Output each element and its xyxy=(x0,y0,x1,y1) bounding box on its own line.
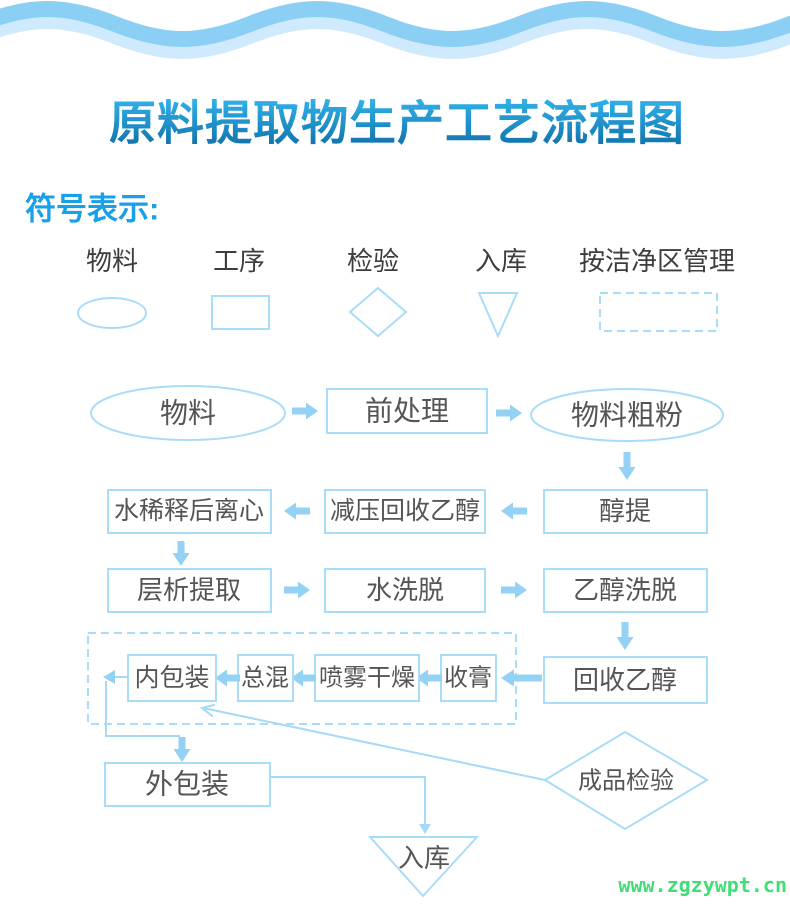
arrow-chromatography-to-water-elution xyxy=(284,581,310,599)
node-total-mixing-shape xyxy=(237,654,294,702)
legend-ellipse-symbol xyxy=(77,297,147,329)
node-vacuum-recover-ethanol: 减压回收乙醇 xyxy=(324,489,486,534)
page-title: 原料提取物生产工艺流程图 xyxy=(109,97,685,150)
arrow-centrifuge-to-chromatography xyxy=(172,541,190,566)
node-outer-packaging: 外包装 xyxy=(104,762,271,807)
node-finished-product-inspection: 成品检验 xyxy=(543,730,709,831)
wave-band-light xyxy=(0,13,790,59)
node-recover-ethanol-shape xyxy=(543,656,708,704)
node-spray-drying-label: 喷雾干燥 xyxy=(319,665,415,692)
arrow-paste-collection-to-spray-drying xyxy=(416,669,442,687)
node-pretreatment-shape xyxy=(326,388,488,434)
node-material: 物料 xyxy=(90,385,286,441)
wave-band-medium xyxy=(0,1,790,47)
arrow-pretreatment-to-coarse-powder xyxy=(496,404,522,422)
node-warehousing-shape xyxy=(367,836,480,898)
arrowhead-into-warehousing xyxy=(419,824,431,834)
node-paste-collection: 收膏 xyxy=(440,654,497,702)
arrow-ethanol-elution-to-recover-ethanol xyxy=(616,622,634,650)
legend-label-process: 工序 xyxy=(213,246,265,276)
node-total-mixing: 总混 xyxy=(237,654,294,702)
node-spray-drying: 喷雾干燥 xyxy=(314,654,420,702)
watermark: www.zgzywpt.cn xyxy=(618,873,787,897)
node-vacuum-recover-ethanol-label: 减压回收乙醇 xyxy=(330,497,480,525)
legend-diamond-symbol xyxy=(348,286,408,338)
node-paste-collection-label: 收膏 xyxy=(444,665,492,692)
node-chromatography-extraction-shape xyxy=(107,568,272,613)
node-ethanol-elution-shape xyxy=(543,568,708,613)
node-ethanol-elution-label: 乙醇洗脱 xyxy=(573,575,677,605)
node-outer-packaging-shape xyxy=(104,762,271,807)
arrow-ethanol-extraction-to-vacuum-recover xyxy=(501,502,527,520)
legend-dashed-rect-symbol xyxy=(599,292,718,332)
node-chromatography-extraction-label: 层析提取 xyxy=(137,575,241,605)
legend-rect-symbol xyxy=(211,295,270,330)
node-total-mixing-label: 总混 xyxy=(241,665,289,692)
node-inner-packaging: 内包装 xyxy=(127,654,217,702)
legend-label-inspection: 检验 xyxy=(347,246,399,276)
node-water-elution-label: 水洗脱 xyxy=(366,575,444,605)
legend-label-clean-area: 按洁净区管理 xyxy=(579,246,735,276)
arrow-material-to-pretreatment xyxy=(292,402,318,420)
node-paste-collection-shape xyxy=(440,654,497,702)
node-finished-product-inspection-shape xyxy=(543,730,709,831)
arrow-into-outer-packaging xyxy=(173,737,191,762)
node-recover-ethanol-label: 回收乙醇 xyxy=(573,665,677,695)
line-clean-area-to-outer-packaging xyxy=(105,681,180,737)
arrow-spray-drying-to-total-mixing xyxy=(291,669,316,687)
node-pretreatment: 前处理 xyxy=(326,388,488,434)
node-ethanol-extraction-shape xyxy=(543,489,708,534)
legend-heading: 符号表示: xyxy=(25,192,159,227)
arrow-coarse-powder-to-ethanol-extraction xyxy=(618,452,636,480)
node-vacuum-recover-ethanol-shape xyxy=(324,489,486,534)
node-water-elution: 水洗脱 xyxy=(324,568,486,613)
node-ethanol-extraction-label: 醇提 xyxy=(599,496,651,526)
legend-triangle-symbol xyxy=(477,292,519,339)
node-pretreatment-label: 前处理 xyxy=(365,396,449,427)
line-outer-packaging-to-warehousing xyxy=(270,776,426,825)
wave-header xyxy=(0,1,790,59)
arrowhead-inspection-to-inner-packaging xyxy=(199,703,216,718)
node-coarse-powder-label: 物料粗粉 xyxy=(571,400,683,431)
legend-label-warehousing: 入库 xyxy=(475,246,527,276)
node-spray-drying-shape xyxy=(314,654,420,702)
node-water-dilute-centrifuge: 水稀释后离心 xyxy=(107,489,272,534)
node-ethanol-extraction: 醇提 xyxy=(543,489,708,534)
node-coarse-powder-shape xyxy=(530,388,724,442)
node-outer-packaging-label: 外包装 xyxy=(145,769,229,800)
node-ethanol-elution: 乙醇洗脱 xyxy=(543,568,708,613)
legend-label-material: 物料 xyxy=(86,246,138,276)
node-material-shape xyxy=(90,385,286,441)
arrowhead-inner-packaging-exit xyxy=(103,670,115,684)
arrow-vacuum-recover-to-centrifuge xyxy=(284,502,310,520)
node-finished-product-inspection-label: 成品检验 xyxy=(578,768,674,795)
arrow-water-elution-to-ethanol-elution xyxy=(501,581,527,599)
node-water-elution-shape xyxy=(324,568,486,613)
node-warehousing: 入库 xyxy=(367,836,480,898)
node-chromatography-extraction: 层析提取 xyxy=(107,568,272,613)
node-water-dilute-centrifuge-shape xyxy=(107,489,272,534)
node-water-dilute-centrifuge-label: 水稀释后离心 xyxy=(114,497,264,525)
node-coarse-powder: 物料粗粉 xyxy=(530,388,724,442)
node-recover-ethanol: 回收乙醇 xyxy=(543,656,708,704)
node-warehousing-label: 入库 xyxy=(398,843,450,873)
arrow-recover-ethanol-to-paste-collection xyxy=(501,669,542,687)
line-inspection-to-inner-packaging xyxy=(202,707,546,781)
arrow-total-mixing-to-inner-packaging xyxy=(215,669,240,687)
node-inner-packaging-label: 内包装 xyxy=(134,664,209,692)
legend: 物料 工序 检验 入库 按洁净区管理 xyxy=(77,246,735,339)
node-material-label: 物料 xyxy=(160,398,216,429)
